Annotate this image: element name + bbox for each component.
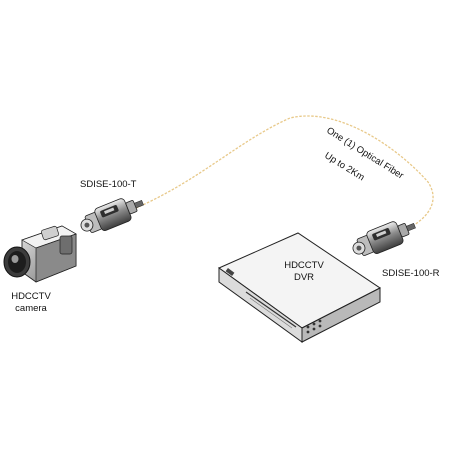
hdcctv-dvr bbox=[218, 232, 381, 343]
transmitter-module bbox=[80, 198, 144, 233]
receiver-label: SDISE-100-R bbox=[382, 268, 440, 279]
optical-fiber-line bbox=[135, 115, 434, 231]
camera-label-line1: HDCCTV bbox=[11, 291, 51, 302]
transmitter-label: SDISE-100-T bbox=[80, 179, 137, 190]
dvr-label-line1: HDCCTV bbox=[284, 260, 324, 271]
receiver-module bbox=[352, 221, 416, 256]
hdcctv-camera bbox=[3, 225, 77, 283]
camera-label-line2: camera bbox=[15, 303, 47, 314]
dvr-label-line2: DVR bbox=[294, 272, 314, 283]
